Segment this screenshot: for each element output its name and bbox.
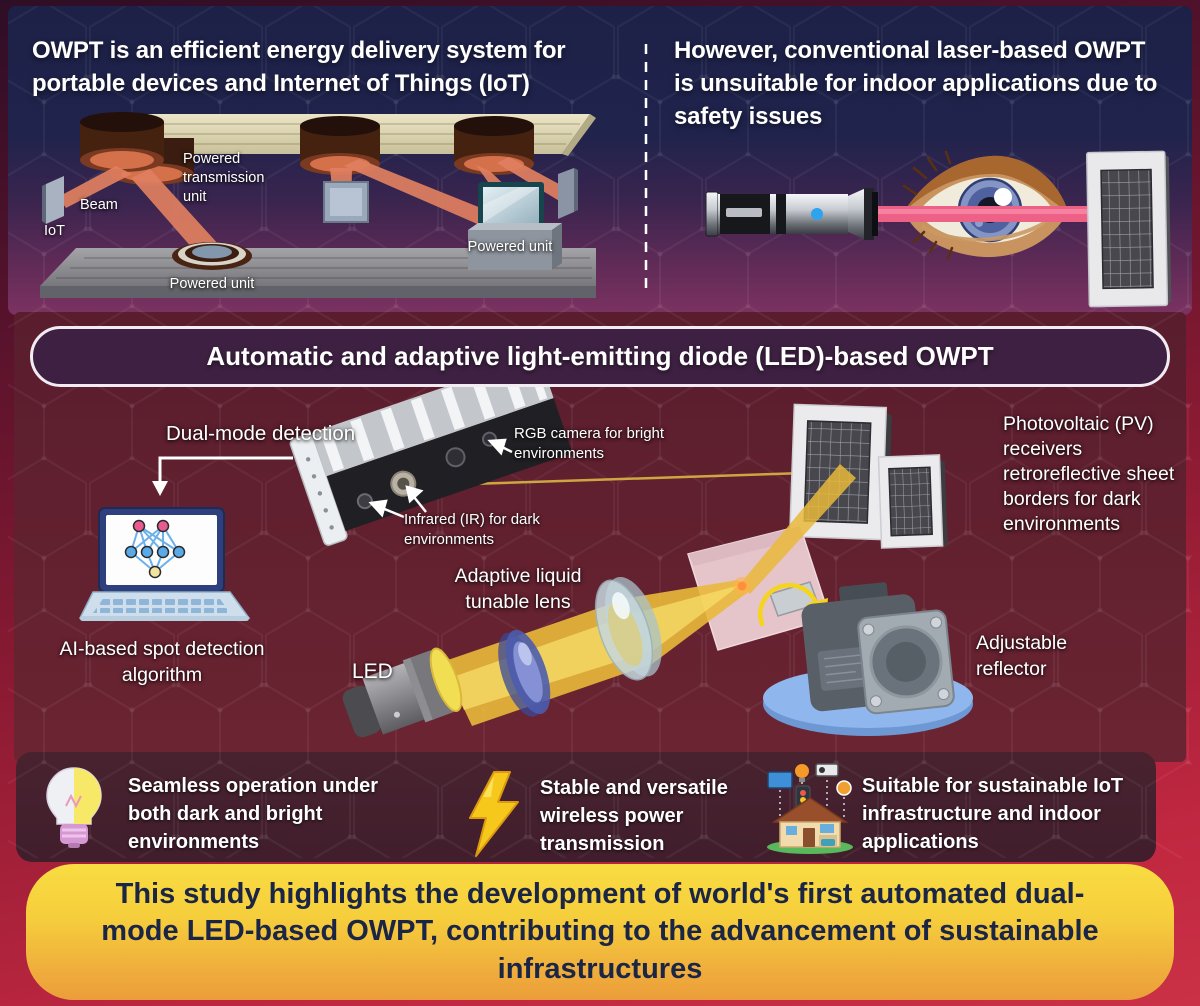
neural-network-nodes	[124, 519, 186, 579]
label-powered-unit-desk: Powered unit	[467, 239, 553, 255]
benefit-text-1: Seamless operation under both dark and b…	[128, 775, 379, 853]
label-ai-spot: AI-based spot detection algorithm	[59, 638, 265, 686]
dual-mode-arrow	[152, 456, 293, 496]
laptop-ai	[78, 507, 251, 621]
middle-banner: Automatic and adaptive light-emitting di…	[30, 326, 1170, 387]
led-owpt-system-diagram	[78, 354, 973, 738]
solar-panel-topright	[1085, 150, 1172, 308]
conclusion-text: This study highlights the development of…	[101, 878, 1099, 985]
laser-safety-diagram	[705, 150, 1172, 308]
label-infrared: Infrared (IR) for dark environments	[404, 511, 540, 548]
iot-device-left	[42, 176, 64, 224]
laser-beam	[874, 206, 1130, 222]
reflector-motor	[758, 581, 955, 715]
charging-pad	[172, 242, 252, 270]
conclusion-banner: This study highlights the development of…	[26, 864, 1174, 1000]
middle-banner-title: Automatic and adaptive light-emitting di…	[206, 341, 994, 371]
label-rgb-camera: RGB camera for bright environments	[514, 425, 665, 462]
camera-lens	[445, 447, 466, 468]
top-right-heading: However, conventional laser-based OWPT i…	[674, 37, 1158, 131]
label-powered-transmission-unit: Powered transmission unit	[183, 151, 265, 206]
label-adjustable-reflector: Adjustable reflector	[976, 632, 1068, 680]
liquid-lens-2	[594, 576, 662, 681]
liquid-lens-1	[498, 629, 551, 717]
label-beam: Beam	[80, 197, 118, 213]
neural-network-edges	[130, 525, 180, 573]
label-iot: IoT	[44, 223, 65, 239]
lightbulb-icon	[46, 767, 102, 848]
label-led: LED	[352, 660, 393, 683]
benefit-text-3: Suitable for sustainable IoT infrastruct…	[862, 775, 1124, 853]
ir-lens-small	[356, 493, 373, 510]
laser-pointer	[705, 188, 878, 240]
label-pv-receivers: Photovoltaic (PV) receivers retroreflect…	[1003, 413, 1175, 535]
led-source	[342, 647, 463, 738]
owpt-room-diagram	[40, 112, 596, 298]
label-adaptive-lens: Adaptive liquid tunable lens	[454, 565, 582, 613]
pv-panel-small	[877, 454, 948, 549]
top-left-heading: OWPT is an efficient energy delivery sys…	[32, 37, 566, 98]
powered-square-device	[323, 181, 369, 223]
lightning-icon	[469, 771, 519, 857]
smart-home-icon	[767, 763, 853, 854]
label-dual-mode-detection: Dual-mode detection	[166, 422, 356, 445]
label-arrows	[368, 438, 513, 519]
mirror	[687, 525, 831, 651]
iot-device-right	[558, 168, 578, 219]
powered-transmission-units	[80, 112, 534, 185]
label-powered-unit-pad: Powered unit	[169, 276, 255, 292]
benefit-text-2: Stable and versatile wireless power tran…	[540, 777, 728, 855]
powered-desktop-unit	[468, 182, 562, 270]
